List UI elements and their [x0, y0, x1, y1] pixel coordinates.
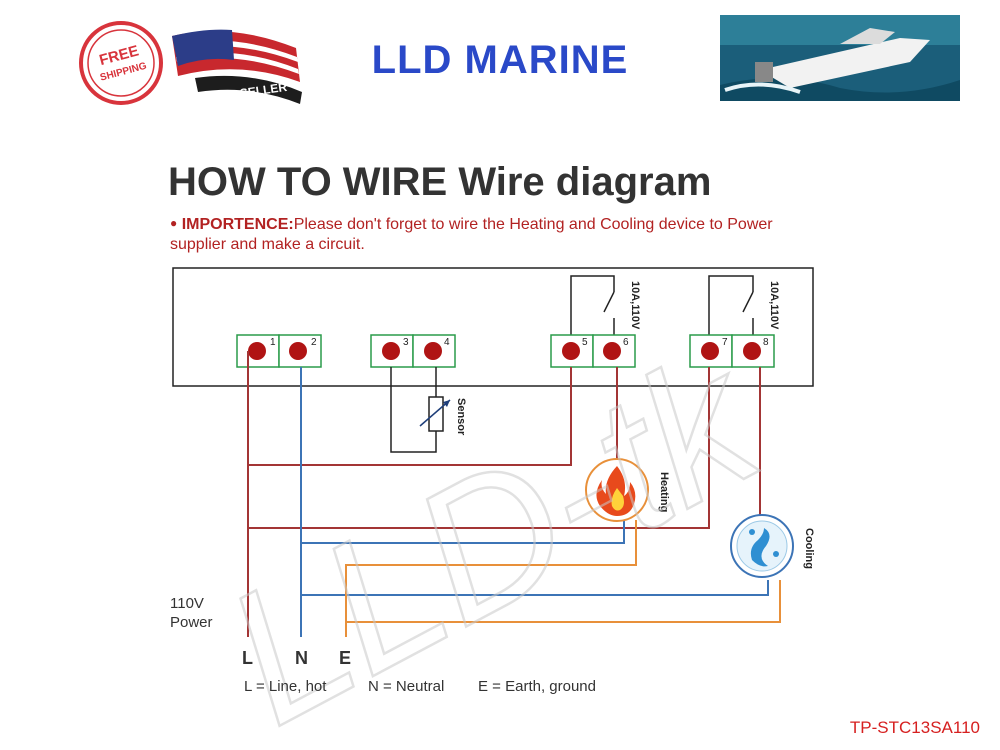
terminal-2	[289, 342, 307, 360]
relay-2	[708, 275, 754, 338]
note-label: IMPORTENCE:	[181, 216, 294, 233]
power-label: 110V Power	[170, 594, 213, 632]
terminal-7	[701, 342, 719, 360]
cooling-device: Cooling	[730, 514, 815, 578]
terminal-1	[248, 342, 266, 360]
line-L-label: L	[242, 648, 253, 668]
terminal-block-3-4: 3 4	[370, 334, 456, 368]
thermistor-icon	[428, 396, 444, 432]
free-shipping-badge: FREE SHIPPING	[79, 21, 163, 105]
usa-flag-icon: USA SELLER	[172, 29, 302, 104]
terminal-block-7-8: 7 8	[689, 334, 775, 368]
sensor: Sensor	[390, 367, 467, 453]
relay-1-rating: 10A,110V	[629, 281, 641, 330]
page-title: HOW TO WIRE Wire diagram	[168, 160, 712, 204]
importance-note: ● IMPORTENCE:Please don't forget to wire…	[170, 213, 830, 255]
note-text: Please don't forget to wire the Heating …	[170, 216, 773, 253]
power-voltage: 110V	[170, 595, 204, 612]
legend-earth: E = Earth, ground	[478, 678, 596, 695]
bullet-icon: ●	[170, 216, 178, 230]
terminal-5	[562, 342, 580, 360]
controller-box	[172, 267, 814, 387]
relay-2-rating: 10A,110V	[768, 281, 780, 330]
water-splash-icon	[750, 528, 770, 567]
neutral-wires	[300, 367, 769, 637]
terminal-block-5-6: 5 6	[550, 334, 636, 368]
terminal-8-label: 8	[763, 337, 769, 348]
relay-1	[570, 275, 615, 338]
terminal-7-label: 7	[722, 337, 728, 348]
header-graphics: FREE SHIPPING USA SELLER	[79, 15, 960, 105]
terminal-5-label: 5	[582, 337, 588, 348]
line-wires	[247, 351, 761, 637]
heating-label: Heating	[658, 472, 670, 512]
boat-photo	[720, 15, 960, 101]
legend-neutral: N = Neutral	[368, 678, 445, 695]
heating-device: Heating	[585, 458, 670, 522]
terminal-block-1-2: 1 2	[236, 334, 322, 368]
sensor-label: Sensor	[455, 398, 467, 436]
earth-wires	[345, 520, 781, 637]
line-E-label: E	[339, 648, 352, 668]
legend-line: L = Line, hot	[244, 678, 327, 695]
brand-title: LLD MARINE	[371, 38, 629, 82]
line-N-label: N	[295, 648, 308, 668]
model-number: TP-STC13SA110	[849, 718, 980, 737]
terminal-4-label: 4	[444, 337, 450, 348]
terminal-3-label: 3	[403, 337, 409, 348]
terminal-8	[743, 342, 761, 360]
terminal-4	[424, 342, 442, 360]
power-text: Power	[170, 614, 213, 631]
terminal-2-label: 2	[311, 337, 317, 348]
terminal-1-label: 1	[270, 337, 276, 348]
terminal-3	[382, 342, 400, 360]
terminal-6	[603, 342, 621, 360]
terminal-6-label: 6	[623, 337, 629, 348]
cooling-label: Cooling	[803, 528, 815, 569]
